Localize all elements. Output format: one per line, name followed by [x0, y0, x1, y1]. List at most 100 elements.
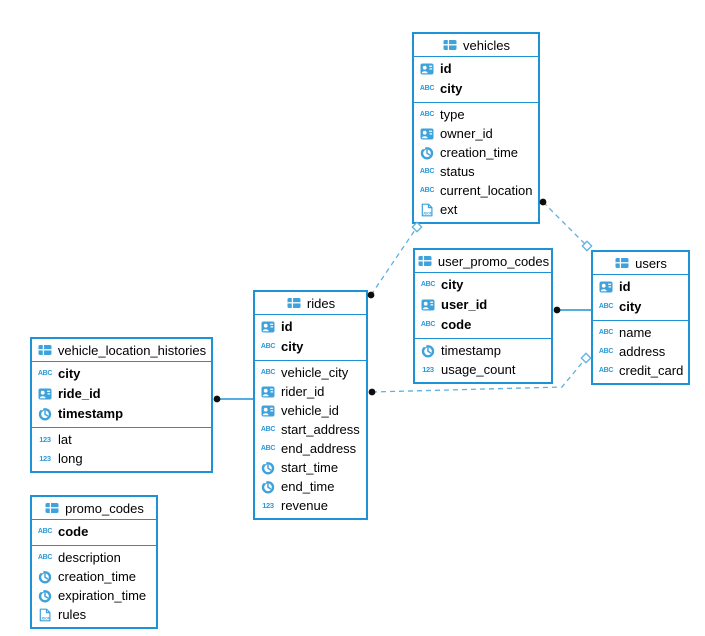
table-icon: [614, 256, 630, 270]
field-name: credit_card: [619, 362, 684, 378]
field-row-owner_id[interactable]: owner_id: [414, 124, 538, 143]
field-row-user_id[interactable]: user_id: [415, 295, 551, 315]
id-card-icon: [37, 387, 53, 401]
table-header[interactable]: rides: [255, 292, 366, 315]
edge-dot-marker: [539, 198, 547, 206]
abc-text-icon: ABC: [598, 347, 614, 355]
field-row-end_time[interactable]: end_time: [255, 477, 366, 496]
abc-text-icon: ABC: [419, 110, 435, 118]
table-title: vehicles: [463, 37, 510, 53]
table-icon: [44, 501, 60, 515]
field-row-id[interactable]: id: [255, 317, 366, 337]
field-row-creation_time[interactable]: creation_time: [32, 567, 156, 586]
field-name: usage_count: [441, 361, 516, 377]
table-header[interactable]: user_promo_codes: [415, 250, 551, 273]
svg-text:JSON: JSON: [423, 211, 433, 215]
edge-dot-marker: [367, 291, 375, 299]
field-row-expiration_time[interactable]: expiration_time: [32, 586, 156, 605]
abc-text-icon: ABC: [37, 553, 53, 561]
field-name: end_time: [281, 478, 335, 494]
field-row-id[interactable]: id: [593, 277, 688, 297]
field-row-timestamp[interactable]: timestamp: [415, 341, 551, 360]
field-row-start_time[interactable]: start_time: [255, 458, 366, 477]
clock-icon: [260, 461, 276, 475]
field-name: expiration_time: [58, 587, 147, 603]
abc-text-icon: ABC: [260, 368, 276, 376]
field-row-id[interactable]: id: [414, 59, 538, 79]
field-row-timestamp[interactable]: timestamp: [32, 404, 211, 424]
table-icon: [442, 38, 458, 52]
table-header[interactable]: vehicles: [414, 34, 538, 57]
abc-text-icon: ABC: [419, 167, 435, 175]
field-row-creation_time[interactable]: creation_time: [414, 143, 538, 162]
table-title: rides: [306, 295, 336, 311]
field-row-ride_id[interactable]: ride_id: [32, 384, 211, 404]
table-header[interactable]: vehicle_location_histories: [32, 339, 211, 362]
table-header[interactable]: promo_codes: [32, 497, 156, 520]
json-icon: JSON: [419, 203, 435, 217]
abc-text-icon: ABC: [37, 528, 53, 535]
numeric-123-icon: 123: [422, 364, 434, 374]
svg-text:JSON: JSON: [41, 616, 51, 620]
clock-icon: [37, 570, 53, 584]
relationship-vehicles-users[interactable]: [539, 198, 593, 252]
field-name: id: [440, 61, 452, 76]
field-name: id: [619, 279, 631, 294]
field-name: user_id: [441, 297, 488, 312]
table-icon: [37, 343, 53, 357]
field-row-ext[interactable]: JSON ext: [414, 200, 538, 219]
relationship-vehicle_location_histories-rides[interactable]: [213, 395, 253, 403]
table-title: vehicle_location_histories: [57, 342, 207, 358]
field-name: timestamp: [441, 342, 501, 358]
id-card-icon: [420, 298, 436, 312]
id-card-icon: [598, 280, 614, 294]
field-name: long: [58, 450, 83, 466]
field-name: code: [441, 317, 472, 332]
id-card-icon: [260, 320, 276, 334]
field-row-usage_count[interactable]: 123 usage_count: [415, 360, 551, 379]
field-row-vehicle_id[interactable]: vehicle_id: [255, 401, 366, 420]
field-name: city: [441, 277, 464, 292]
relationship-user_promo_codes-users[interactable]: [553, 306, 591, 314]
field-name: vehicle_id: [281, 402, 339, 418]
field-name: city: [281, 339, 304, 354]
field-name: ext: [440, 201, 458, 217]
id-card-icon: [260, 404, 276, 418]
clock-icon: [37, 407, 53, 421]
table-header[interactable]: users: [593, 252, 688, 275]
field-row-rider_id[interactable]: rider_id: [255, 382, 366, 401]
